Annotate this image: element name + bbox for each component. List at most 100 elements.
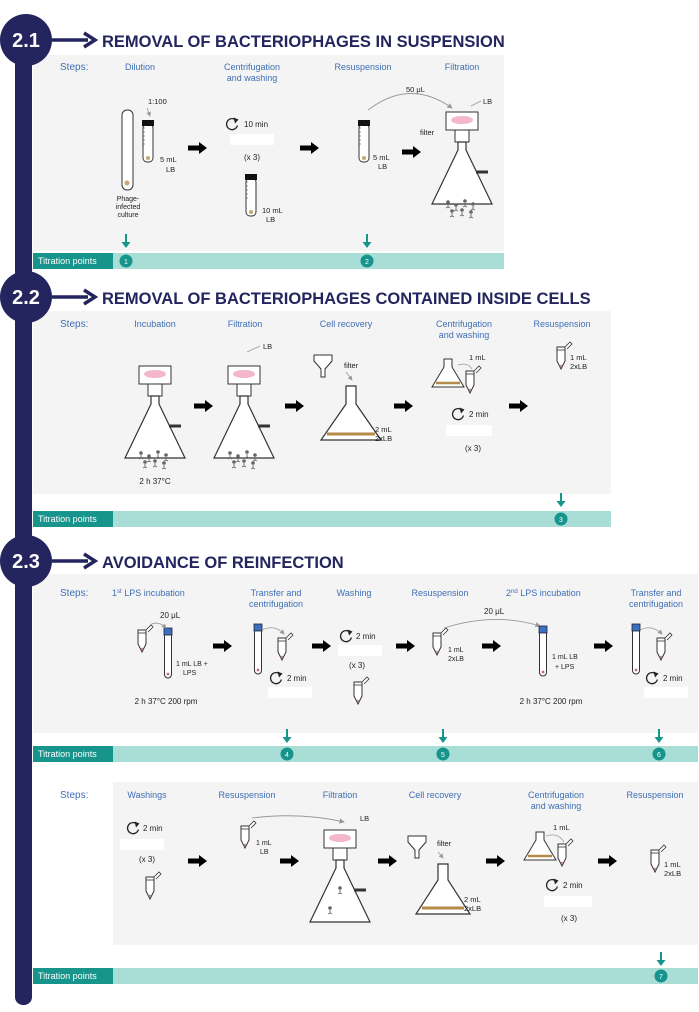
step-centrifugation-label-2: and washing xyxy=(227,73,278,83)
svg-text:1: 1 xyxy=(124,259,128,266)
section-2-1-number: 2.1 xyxy=(12,30,40,52)
step-resuspension-label: Resuspension xyxy=(533,319,590,329)
step-transfer-label-2: centrifugation xyxy=(249,599,303,609)
step-filtration-label: Filtration xyxy=(445,62,480,72)
titration-bar xyxy=(33,253,504,269)
culture-tube-icon xyxy=(121,109,134,191)
tube-icon xyxy=(141,119,155,163)
filtration-medium: LB xyxy=(263,342,272,351)
wash-volume: 10 mL xyxy=(262,206,283,215)
resuspension-volume: 1 mL xyxy=(664,860,681,869)
repeat-label: (x 3) xyxy=(349,661,365,670)
spin-time: 2 min xyxy=(663,674,683,683)
step-washing-label: Washing xyxy=(337,588,372,598)
filtration-medium: LB xyxy=(360,814,369,823)
resuspension-volume: 1 mL xyxy=(448,647,464,654)
lps-medium-1: 1 mL LB xyxy=(552,654,578,661)
step-lps1-label: 1st LPS incubation xyxy=(112,588,185,598)
recovery-medium: 2xLB xyxy=(464,904,481,913)
spin-time: 2 min xyxy=(356,632,376,641)
step-cell-recovery-label: Cell recovery xyxy=(409,790,462,800)
dilution-ratio: 1:100 xyxy=(148,97,167,106)
lps-tube-icon xyxy=(163,627,173,679)
step-washings-label: Washings xyxy=(127,790,167,800)
svg-text:2: 2 xyxy=(365,259,369,266)
arrow-right-icon xyxy=(83,288,99,306)
transfer-volume: 50 μL xyxy=(406,85,425,94)
titration-label: Titration points xyxy=(38,971,97,981)
repeat-label: (x 3) xyxy=(244,153,260,162)
recovery-medium: 2xLB xyxy=(375,434,392,443)
step-resuspension-label: Resuspension xyxy=(411,588,468,598)
timeline-spine xyxy=(15,40,32,1005)
arrow-right-icon xyxy=(83,31,99,49)
section-2-2-badge xyxy=(0,271,52,323)
section-2-2-number: 2.2 xyxy=(12,287,40,309)
lps-tube-icon xyxy=(631,623,641,675)
spin-time: 2 min xyxy=(563,881,583,890)
spin-time: 2 min xyxy=(469,410,489,419)
transfer-volume: 20 μL xyxy=(160,611,181,620)
step-resuspension-label: Resuspension xyxy=(218,790,275,800)
titration-point-1 xyxy=(119,254,133,268)
step-centrifugation-label-2: and washing xyxy=(439,330,490,340)
filter-label: filter xyxy=(344,361,359,370)
dilution-medium: LB xyxy=(166,165,175,174)
resuspension-medium: 2xLB xyxy=(664,869,681,878)
step-centrifugation-label: Centrifugation xyxy=(528,790,584,800)
step-cell-recovery-label: Cell recovery xyxy=(320,319,373,329)
titration-bar xyxy=(33,968,698,984)
titration-bar xyxy=(33,511,611,527)
section-2-1-badge xyxy=(0,14,52,66)
titration-label: Titration points xyxy=(38,514,97,524)
phage-label-2: infected xyxy=(116,204,141,211)
wash-volume: 1 mL xyxy=(469,353,486,362)
flask-icon xyxy=(414,863,472,915)
incubation-conditions: 2 h 37°C 200 rpm xyxy=(135,697,198,706)
spin-time: 2 min xyxy=(143,824,163,833)
resuspension-volume: 1 mL xyxy=(570,353,587,362)
svg-text:5: 5 xyxy=(441,752,445,759)
lps-medium-2: LPS xyxy=(183,670,197,677)
repeat-label: (x 3) xyxy=(561,914,577,923)
resuspension-medium: LB xyxy=(378,162,387,171)
titration-point-3 xyxy=(554,512,568,526)
step-dilution-label: Dilution xyxy=(125,62,155,72)
spin-time: 10 min xyxy=(244,120,268,129)
resuspension-volume: 1 mL xyxy=(256,840,272,847)
wash-medium: LB xyxy=(266,215,275,224)
titration-arrow-icon xyxy=(555,492,567,508)
resuspension-medium: 2xLB xyxy=(448,656,464,663)
flask-icon xyxy=(319,385,383,441)
svg-text:7: 7 xyxy=(659,974,663,981)
steps-label: Steps: xyxy=(60,62,88,73)
lps-tube-icon xyxy=(253,623,263,675)
recovery-volume: 2 mL xyxy=(464,895,481,904)
filtration-medium: LB xyxy=(483,97,492,106)
step-filtration-label: Filtration xyxy=(323,790,358,800)
lps-medium-2: + LPS xyxy=(555,664,575,671)
step-centrifugation-label: Centrifugation xyxy=(436,319,492,329)
titration-bar xyxy=(33,746,698,762)
filter-label: filter xyxy=(420,128,435,137)
resuspension-medium: 2xLB xyxy=(570,362,587,371)
lps-medium-1: 1 mL LB + xyxy=(176,661,208,668)
tube-icon xyxy=(357,119,371,163)
step-centrifugation-label-2: and washing xyxy=(531,801,582,811)
titration-point-2 xyxy=(360,254,374,268)
transfer-volume: 20 μL xyxy=(484,607,505,616)
spin-time: 2 min xyxy=(287,674,307,683)
steps-label: Steps: xyxy=(60,790,88,801)
step-transfer-label-2: centrifugation xyxy=(629,599,683,609)
titration-label: Titration points xyxy=(38,749,97,759)
repeat-label: (x 3) xyxy=(139,855,155,864)
svg-text:3: 3 xyxy=(559,517,563,524)
section-2-3-title: AVOIDANCE OF REINFECTION xyxy=(102,554,344,572)
step-resuspension-label: Resuspension xyxy=(626,790,683,800)
arrow-right-icon xyxy=(83,552,99,570)
recovery-volume: 2 mL xyxy=(375,425,392,434)
titration-point-7 xyxy=(654,969,668,983)
section-2-3-badge xyxy=(0,535,52,587)
filter-label: filter xyxy=(437,839,452,848)
